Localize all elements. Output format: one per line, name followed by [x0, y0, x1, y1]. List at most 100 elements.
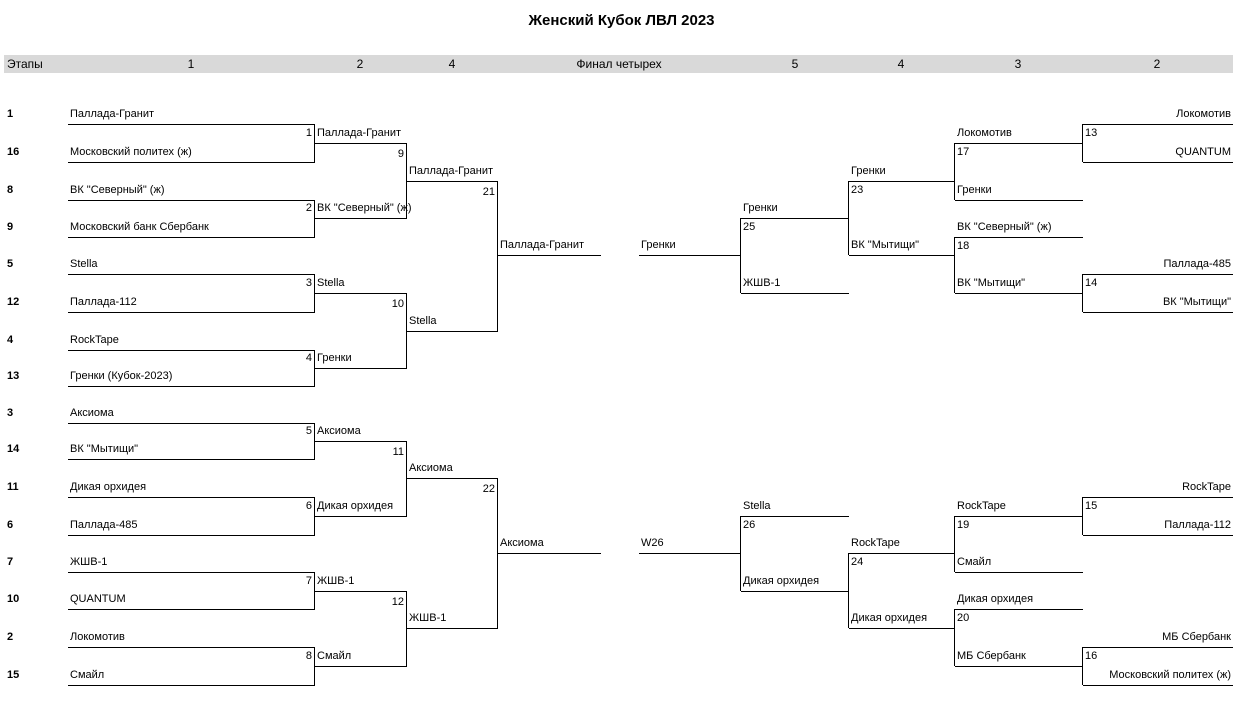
round1-slot-line — [68, 685, 315, 686]
round2-team: Stella — [317, 277, 345, 289]
bracket-connector — [740, 516, 741, 591]
round-stage2-team: Паллада-112 — [1164, 519, 1231, 531]
round-stage2-team: МБ Сбербанк — [1162, 631, 1231, 643]
round2-team: Дикая орхидея — [317, 500, 394, 512]
round2-slot-line — [315, 143, 407, 144]
round3-team: Паллада-Гранит — [409, 165, 494, 177]
round1-team: RockTape — [70, 334, 119, 346]
match-number: 21 — [482, 186, 495, 198]
round-stage3-team: ВК "Северный" (ж) — [957, 221, 1052, 233]
seed-number: 8 — [7, 184, 14, 196]
match-number: 12 — [391, 596, 404, 608]
semifinal-slot-line — [741, 293, 849, 294]
match-number: 18 — [957, 240, 970, 252]
final-four-entry-line — [639, 553, 741, 554]
seed-number: 13 — [7, 370, 20, 382]
round1-team: Гренки (Кубок-2023) — [70, 370, 173, 382]
round-stage3-team: Гренки — [957, 184, 992, 196]
seed-number: 16 — [7, 146, 20, 158]
round-stage4-slot-line — [849, 628, 955, 629]
semifinal-slot-line — [741, 591, 849, 592]
round-stage2-slot-line — [1083, 497, 1233, 498]
round-stage2-team: QUANTUM — [1175, 146, 1231, 158]
round1-team: Дикая орхидея — [70, 481, 147, 493]
seed-number: 11 — [7, 481, 19, 493]
bracket-connector — [406, 143, 407, 218]
round3-slot-line — [407, 628, 498, 629]
left-winner-line — [498, 553, 601, 554]
round-stage3-slot-line — [955, 143, 1083, 144]
round-stage3-team: Дикая орхидея — [957, 593, 1034, 605]
match-number: 2 — [305, 202, 312, 214]
match-number: 7 — [305, 575, 312, 587]
stage-column-3: Финал четырех — [576, 57, 662, 71]
bracket-connector — [1082, 647, 1083, 685]
round-stage3-team: Локомотив — [957, 127, 1012, 139]
seed-number: 9 — [7, 221, 14, 233]
round1-team: Аксиома — [70, 407, 114, 419]
round2-slot-line — [315, 516, 407, 517]
round-stage3-slot-line — [955, 666, 1083, 667]
round2-slot-line — [315, 441, 407, 442]
round2-team: ЖШВ-1 — [317, 575, 355, 587]
round-stage4-team: RockTape — [851, 537, 900, 549]
round-stage4-slot-line — [849, 181, 955, 182]
round1-team: ВК "Северный" (ж) — [70, 184, 165, 196]
round-stage2-slot-line — [1083, 162, 1233, 163]
round1-team: Паллада-112 — [70, 296, 137, 308]
round1-team: Паллада-Гранит — [70, 108, 155, 120]
round2-team: Паллада-Гранит — [317, 127, 402, 139]
match-number: 11 — [392, 446, 404, 458]
round1-team: Московский политех (ж) — [70, 146, 192, 158]
round-stage2-slot-line — [1083, 647, 1233, 648]
seed-number: 1 — [7, 108, 14, 120]
seed-number: 2 — [7, 631, 14, 643]
match-number: 9 — [397, 148, 404, 160]
bracket-connector — [314, 274, 315, 312]
round1-slot-line — [68, 350, 315, 351]
semifinal-team: Stella — [743, 500, 771, 512]
round-stage4-team: ВК "Мытищи" — [851, 239, 920, 251]
seed-number: 7 — [7, 556, 14, 568]
round-stage3-slot-line — [955, 200, 1083, 201]
seed-number: 15 — [7, 669, 20, 681]
round1-team: QUANTUM — [70, 593, 126, 605]
round1-slot-line — [68, 535, 315, 536]
round2-slot-line — [315, 666, 407, 667]
bracket-connector — [1082, 124, 1083, 162]
match-number: 3 — [305, 277, 312, 289]
round2-slot-line — [315, 368, 407, 369]
match-number: 25 — [743, 221, 756, 233]
round-stage3-team: МБ Сбербанк — [957, 650, 1026, 662]
round3-team: ЖШВ-1 — [409, 612, 447, 624]
bracket-connector — [314, 572, 315, 609]
round1-slot-line — [68, 200, 315, 201]
seed-number: 10 — [7, 593, 20, 605]
round1-slot-line — [68, 124, 315, 125]
round-stage3-slot-line — [955, 237, 1083, 238]
seed-number: 12 — [7, 296, 20, 308]
stage-column-0: 1 — [187, 57, 195, 71]
round2-slot-line — [315, 591, 407, 592]
bracket-connector — [406, 441, 407, 516]
round-stage3-slot-line — [955, 516, 1083, 517]
round1-slot-line — [68, 237, 315, 238]
match-number: 15 — [1085, 500, 1098, 512]
match-number: 26 — [743, 519, 756, 531]
bracket-connector — [314, 497, 315, 535]
round1-slot-line — [68, 423, 315, 424]
round1-team: ЖШВ-1 — [70, 556, 108, 568]
match-number: 19 — [957, 519, 970, 531]
match-number: 23 — [851, 184, 864, 196]
match-number: 20 — [957, 612, 970, 624]
round-stage3-slot-line — [955, 293, 1083, 294]
final-four-entry: W26 — [641, 537, 664, 549]
round1-slot-line — [68, 647, 315, 648]
bracket-connector — [954, 516, 955, 572]
stage-column-7: 2 — [1153, 57, 1161, 71]
match-number: 10 — [391, 298, 404, 310]
round1-team: Московский банк Сбербанк — [70, 221, 209, 233]
bracket-connector — [1082, 274, 1083, 312]
round2-team: Гренки — [317, 352, 352, 364]
